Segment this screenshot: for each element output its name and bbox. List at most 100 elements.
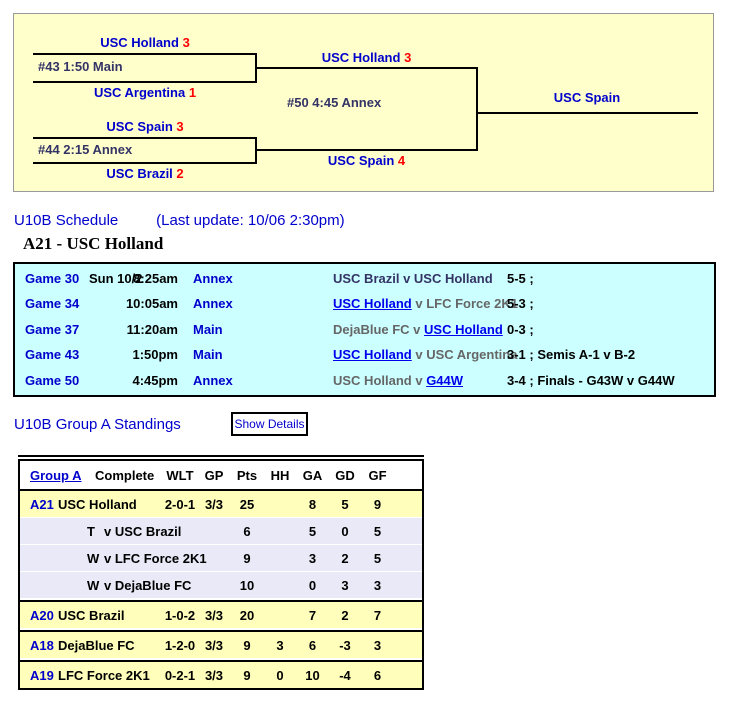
bracket-match-label-m50: #50 4:45 Annex xyxy=(287,95,382,110)
team-id: A19 xyxy=(30,667,54,683)
game-matchup: USC Holland v LFC Force 2K1 xyxy=(333,291,518,317)
game-number: Game 30 xyxy=(25,271,80,286)
column-header: Complete xyxy=(95,467,155,483)
game-number: Game 34 xyxy=(25,296,80,312)
stat-gd: 2 xyxy=(341,607,349,623)
schedule-row: Game 30 Sun 10/2 8:25am Annex USC Brazil… xyxy=(15,266,714,291)
schedule-row: Game 34 10:05am Annex USC Holland v LFC … xyxy=(15,291,714,316)
matchup-text: v USC Argentina xyxy=(411,347,518,363)
column-header: GA xyxy=(302,467,323,483)
show-details-button[interactable]: Show Details xyxy=(231,412,308,436)
team-name: USC Holland xyxy=(321,50,401,65)
bracket-team-bottom-m43: USC Argentina 1 xyxy=(33,85,257,101)
team-name: USC Brazil xyxy=(106,166,173,181)
team-name: USC Holland xyxy=(100,35,179,50)
stat-gf: 7 xyxy=(373,607,382,623)
stat-hh: 3 xyxy=(276,637,284,653)
team-name: USC Spain xyxy=(327,153,395,168)
bracket-line xyxy=(33,81,257,83)
game-number: Game 37 xyxy=(25,321,80,337)
stat-gd: 2 xyxy=(341,550,349,566)
team-id: A20 xyxy=(30,607,54,623)
bracket-line xyxy=(476,67,478,151)
standings-team-row: A21 USC Holland 2-0-1 3/3 25 8 5 9 xyxy=(20,489,422,517)
stat-gd: 5 xyxy=(341,496,349,512)
team-name: DejaBlue FC xyxy=(58,637,135,653)
game-time: 8:25am xyxy=(133,271,178,286)
bracket-team-top-m43: USC Holland 3 xyxy=(33,35,257,51)
game-venue: Annex xyxy=(193,271,233,286)
team-name: USC Holland xyxy=(58,496,137,512)
team-score: 3 xyxy=(404,50,412,65)
stat-gf: 5 xyxy=(373,523,382,539)
stat-pts: 20 xyxy=(239,607,255,623)
stat-gd: 3 xyxy=(341,577,349,593)
game-date: Sun 10/2 xyxy=(89,271,143,286)
stat-wlt: 1-0-2 xyxy=(164,607,196,623)
schedule-title: U10B Schedule xyxy=(14,212,119,229)
standings-title: U10B Group A Standings xyxy=(14,416,181,433)
stat-hh: 0 xyxy=(276,667,284,683)
table-top-rule xyxy=(18,455,424,457)
bracket-team-top-m44: USC Spain 3 xyxy=(33,119,257,135)
team-link[interactable]: USC Holland xyxy=(424,321,503,337)
stat-gp: 3/3 xyxy=(204,607,224,623)
game-outcome: T xyxy=(87,523,95,539)
stat-ga: 6 xyxy=(308,637,317,653)
matchup-text: USC Brazil v USC Holland xyxy=(333,271,493,286)
team-score: 3 xyxy=(176,119,184,134)
standings-table: Group A Complete WLT GP Pts HH GA GD GF … xyxy=(18,455,424,690)
game-result: 5-5 ; xyxy=(507,271,534,286)
stat-pts: 25 xyxy=(239,496,255,512)
game-result: 0-3 ; xyxy=(507,321,534,337)
game-result: 3-1 ; Semis A-1 v B-2 xyxy=(507,347,636,363)
stat-ga: 8 xyxy=(308,496,317,512)
game-link[interactable]: G44W xyxy=(426,372,464,388)
game-time: 10:05am xyxy=(125,296,178,312)
group-link[interactable]: Group A xyxy=(30,467,82,483)
team-link[interactable]: USC Holland xyxy=(333,347,412,363)
stat-pts: 9 xyxy=(243,550,251,566)
game-result: 5-3 ; xyxy=(507,296,534,312)
team-page-title: A21 - USC Holland xyxy=(23,234,164,253)
team-name: USC Spain xyxy=(553,90,621,105)
opponent: v DejaBlue FC xyxy=(104,577,192,593)
game-matchup: USC Holland v USC Argentina xyxy=(333,342,517,368)
team-link[interactable]: USC Holland xyxy=(333,296,412,312)
game-matchup: USC Holland v G44W xyxy=(333,368,463,394)
stat-pts: 6 xyxy=(243,523,251,539)
team-score: 4 xyxy=(397,153,406,168)
team-id: A18 xyxy=(30,637,54,653)
bracket-line xyxy=(33,53,257,55)
schedule-table: Game 30 Sun 10/2 8:25am Annex USC Brazil… xyxy=(13,262,716,397)
stat-gd: 0 xyxy=(341,523,349,539)
opponent: v LFC Force 2K1 xyxy=(104,550,207,566)
bracket-line xyxy=(33,137,257,139)
stat-ga: 5 xyxy=(308,523,317,539)
bracket-line xyxy=(255,67,478,69)
bracket-team-top-m50: USC Holland 3 xyxy=(255,50,478,66)
stat-gf: 3 xyxy=(373,637,382,653)
stat-gf: 3 xyxy=(373,577,382,593)
game-matchup: USC Brazil v USC Holland xyxy=(333,266,493,292)
column-header: WLT xyxy=(166,467,194,483)
column-header: GD xyxy=(335,467,355,483)
stat-gf: 6 xyxy=(373,667,382,683)
column-header: HH xyxy=(270,467,290,483)
game-number: Game 43 xyxy=(25,347,80,363)
column-header: GP xyxy=(204,467,224,483)
game-outcome: W xyxy=(87,550,100,566)
schedule-row: Game 37 11:20am Main DejaBlue FC v USC H… xyxy=(15,317,714,342)
schedule-heading: U10B Schedule (Last update: 10/06 2:30pm… xyxy=(14,212,345,229)
column-header: GF xyxy=(368,467,387,483)
stat-ga: 3 xyxy=(308,550,317,566)
schedule-row: Game 50 4:45pm Annex USC Holland v G44W … xyxy=(15,368,714,393)
stat-pts: 9 xyxy=(243,667,251,683)
matchup-text: DejaBlue FC v xyxy=(333,321,425,337)
stat-gp: 3/3 xyxy=(204,667,224,683)
game-time: 4:45pm xyxy=(132,372,178,388)
